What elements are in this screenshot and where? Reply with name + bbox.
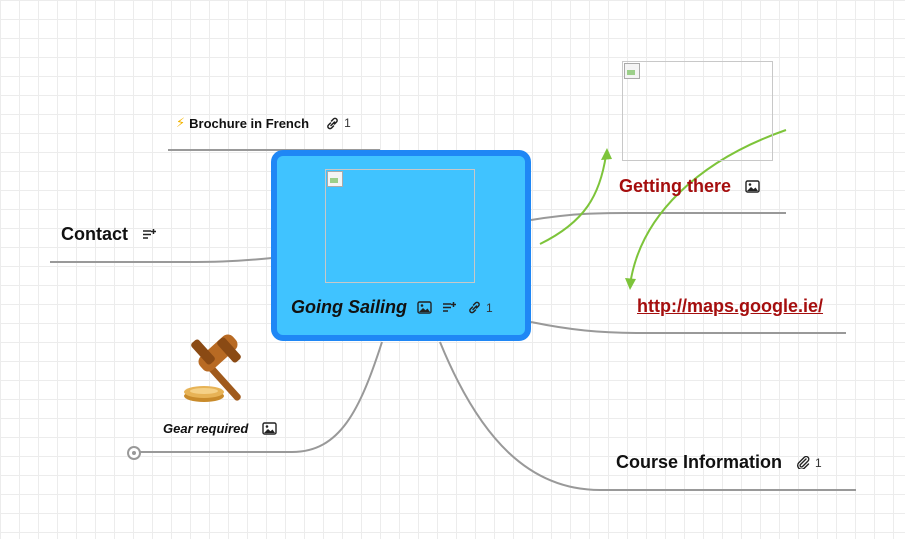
note-icon[interactable] xyxy=(142,228,157,241)
gear-image xyxy=(180,334,264,406)
topic-label: Contact xyxy=(61,224,128,244)
connector-maps xyxy=(530,321,846,334)
topic-maps-link[interactable]: http://maps.google.ie/ xyxy=(637,296,823,317)
connector-contact xyxy=(50,257,273,263)
lightning-icon: ⚡ xyxy=(176,115,186,130)
arrowhead-down xyxy=(625,278,636,290)
central-link-count: 1 xyxy=(486,300,493,315)
topic-course-information[interactable]: Course Information 1 xyxy=(616,452,822,473)
image-icon[interactable] xyxy=(417,301,432,314)
note-icon[interactable] xyxy=(442,301,457,314)
relation-arrow-to-getting-there xyxy=(539,154,607,245)
image-icon[interactable] xyxy=(262,422,277,435)
topic-label: Brochure in French xyxy=(189,115,310,131)
connector-gear xyxy=(140,341,383,453)
arrowhead-up xyxy=(601,148,612,160)
central-topic[interactable]: Going Sailing 1 xyxy=(271,150,531,341)
gavel-icon xyxy=(184,334,241,402)
image-icon[interactable] xyxy=(745,180,760,193)
link-icon[interactable]: 1 xyxy=(467,301,493,315)
topic-contact[interactable]: Contact xyxy=(61,224,157,245)
link-icon[interactable]: 1 xyxy=(325,116,351,130)
topic-label: Gear required xyxy=(163,421,249,436)
brochure-link-count: 1 xyxy=(344,116,351,130)
topic-label: Getting there xyxy=(619,176,732,196)
attachment-icon[interactable]: 1 xyxy=(796,456,822,470)
relation-arrow-to-maps xyxy=(629,129,787,286)
topic-label: Course Information xyxy=(616,452,783,472)
connector-course xyxy=(439,341,856,491)
central-topic-title: Going Sailing xyxy=(291,297,407,317)
connector-getting-there xyxy=(530,211,786,221)
topic-brochure-in-french[interactable]: ⚡ Brochure in French 1 xyxy=(176,115,351,131)
topic-getting-there[interactable]: Getting there xyxy=(619,176,760,197)
getting-there-image xyxy=(622,61,773,161)
central-topic-image xyxy=(325,169,475,283)
course-link-count: 1 xyxy=(815,455,822,470)
topic-gear-required[interactable]: Gear required xyxy=(163,421,277,436)
maps-hyperlink[interactable]: http://maps.google.ie/ xyxy=(637,296,824,316)
